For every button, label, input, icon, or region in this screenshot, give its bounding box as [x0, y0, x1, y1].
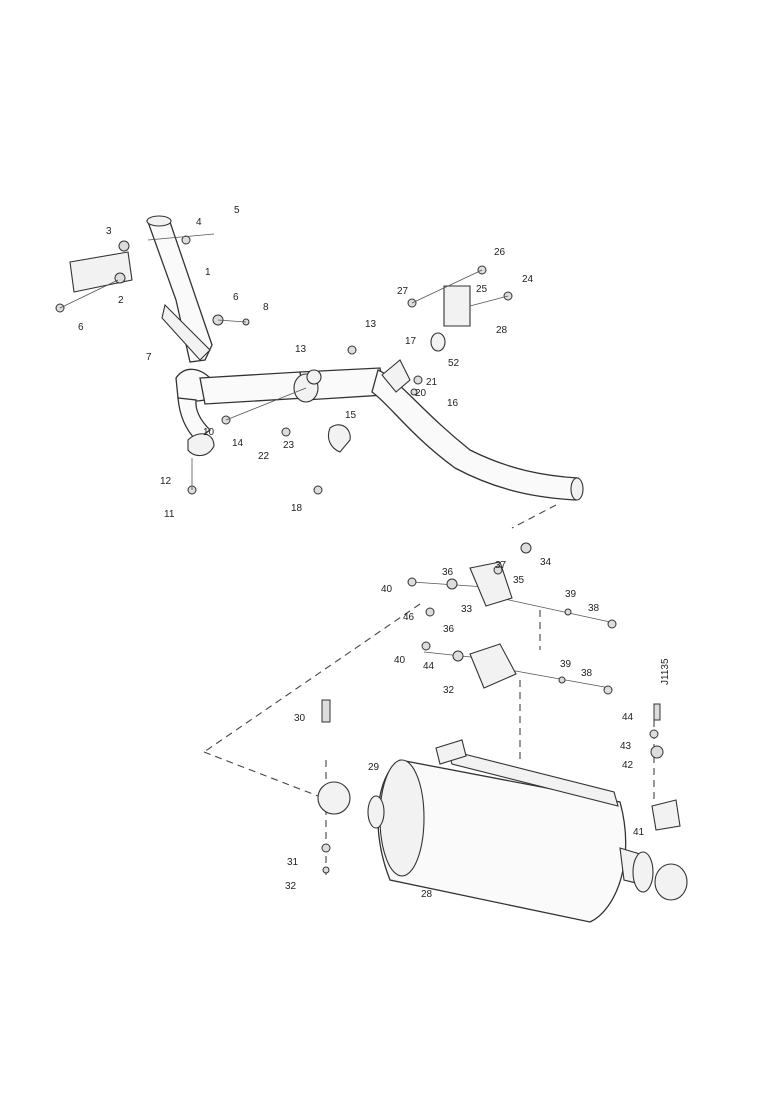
callout-23: 23 — [283, 440, 295, 451]
callout-34: 34 — [540, 557, 552, 568]
callout-38-bottom: 38 — [581, 668, 593, 679]
rear-hanger-bracket — [381, 285, 471, 393]
callout-38-top: 38 — [588, 603, 600, 614]
pipe-clamp-upper — [187, 369, 351, 457]
callout-26: 26 — [494, 247, 506, 258]
callout-42: 42 — [622, 760, 634, 771]
callout-29: 29 — [368, 762, 380, 773]
muffler — [317, 739, 688, 923]
callout-35: 35 — [513, 575, 525, 586]
callout-46: 46 — [403, 612, 415, 623]
callout-18: 18 — [291, 503, 303, 514]
callout-11: 11 — [164, 509, 175, 520]
callout-33: 33 — [461, 604, 473, 615]
callout-27: 27 — [397, 286, 409, 297]
callout-8: 8 — [263, 302, 269, 313]
callout-32-muffler: 32 — [285, 881, 297, 892]
figure-id-code: J1135 — [660, 658, 671, 685]
callout-13-mid: 13 — [295, 344, 307, 355]
callout-16: 16 — [447, 398, 459, 409]
callout-52: 52 — [448, 358, 460, 369]
callout-37: 37 — [495, 560, 507, 571]
callout-7: 7 — [146, 352, 152, 363]
callout-30: 30 — [294, 713, 306, 724]
callout-39-top: 39 — [565, 589, 577, 600]
callout-39-bottom: 39 — [560, 659, 572, 670]
callout-40-bottom: 40 — [394, 655, 406, 666]
callout-36-top: 36 — [442, 567, 454, 578]
callout-14: 14 — [232, 438, 244, 449]
callout-40-top: 40 — [381, 584, 393, 595]
callout-41: 41 — [633, 827, 645, 838]
callout-43: 43 — [620, 741, 632, 752]
front-exhaust-pipe — [146, 215, 584, 501]
callout-17: 17 — [405, 336, 417, 347]
upper-leader-lines — [59, 233, 509, 490]
callout-12: 12 — [160, 476, 172, 487]
callout-22: 22 — [258, 451, 270, 462]
callout-28-muffler: 28 — [421, 889, 433, 900]
callout-31: 31 — [287, 857, 299, 868]
callout-5: 5 — [234, 205, 240, 216]
callout-1: 1 — [205, 267, 211, 278]
callout-36-mid: 36 — [443, 624, 455, 635]
callout-6-right: 6 — [233, 292, 239, 303]
callout-32-bracket: 32 — [443, 685, 455, 696]
callout-15: 15 — [345, 410, 357, 421]
callout-44-top: 44 — [622, 712, 634, 723]
callout-24: 24 — [522, 274, 534, 285]
callout-20: 20 — [415, 388, 427, 399]
callout-labels: 1 2 3 4 5 6 6 7 8 10 11 12 13 13 14 15 1… — [78, 205, 671, 900]
callout-10: 10 — [203, 427, 215, 438]
callout-2: 2 — [118, 295, 124, 306]
muffler-brackets — [321, 542, 664, 874]
callout-3: 3 — [106, 226, 112, 237]
callout-25: 25 — [476, 284, 488, 295]
callout-4: 4 — [196, 217, 202, 228]
callout-21: 21 — [426, 377, 438, 388]
callout-44-mid: 44 — [423, 661, 435, 672]
callout-28-upper: 28 — [496, 325, 508, 336]
callout-13-top: 13 — [365, 319, 377, 330]
callout-6-left: 6 — [78, 322, 84, 333]
